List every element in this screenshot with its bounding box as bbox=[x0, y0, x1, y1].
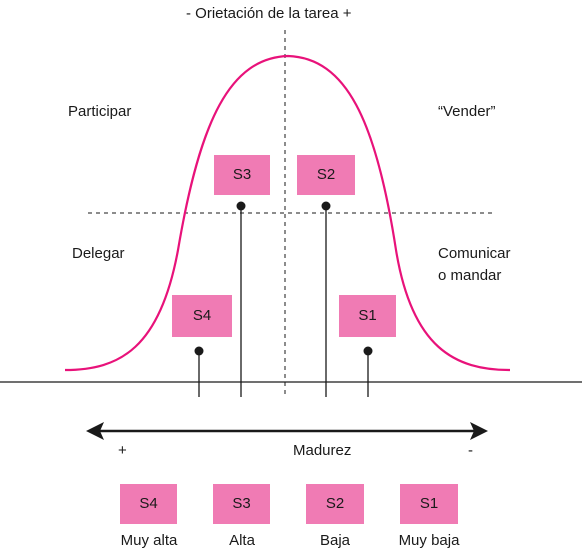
quadrant-participar: Participar bbox=[68, 103, 132, 120]
s3-dot bbox=[236, 201, 246, 211]
style-box-s3: S3 bbox=[214, 155, 270, 195]
s2-dot bbox=[321, 201, 331, 211]
s1-dot bbox=[363, 346, 373, 356]
task-orientation-title: - Orietación de la tarea + bbox=[186, 5, 352, 22]
legend-caption-baja: Baja bbox=[319, 532, 351, 549]
legend-box-s1: S1 bbox=[400, 484, 458, 524]
arrow-right-head bbox=[470, 422, 488, 440]
legend-box-s4: S4 bbox=[120, 484, 177, 524]
quadrant-comunicar: Comunicar bbox=[438, 245, 511, 262]
legend-box-s2: S2 bbox=[306, 484, 364, 524]
legend-caption-muy-baja: Muy baja bbox=[398, 532, 460, 549]
quadrant-mandar: o mandar bbox=[438, 267, 502, 284]
arrow-left-head bbox=[86, 422, 104, 440]
quadrant-delegar: Delegar bbox=[72, 245, 125, 262]
style-box-s4: S4 bbox=[172, 295, 232, 337]
quadrant-vender: “Vender” bbox=[438, 103, 496, 120]
style-box-s1: S1 bbox=[339, 295, 396, 337]
bell-curve bbox=[64, 54, 511, 372]
legend-caption-alta: Alta bbox=[229, 532, 255, 549]
maturity-plus: + bbox=[118, 442, 127, 459]
s4-dot bbox=[194, 346, 204, 356]
style-box-s2: S2 bbox=[297, 155, 355, 195]
maturity-label: Madurez bbox=[293, 442, 352, 459]
legend-caption-muy-alta: Muy alta bbox=[120, 532, 178, 549]
legend-box-s3: S3 bbox=[213, 484, 270, 524]
maturity-minus: - bbox=[468, 442, 473, 459]
